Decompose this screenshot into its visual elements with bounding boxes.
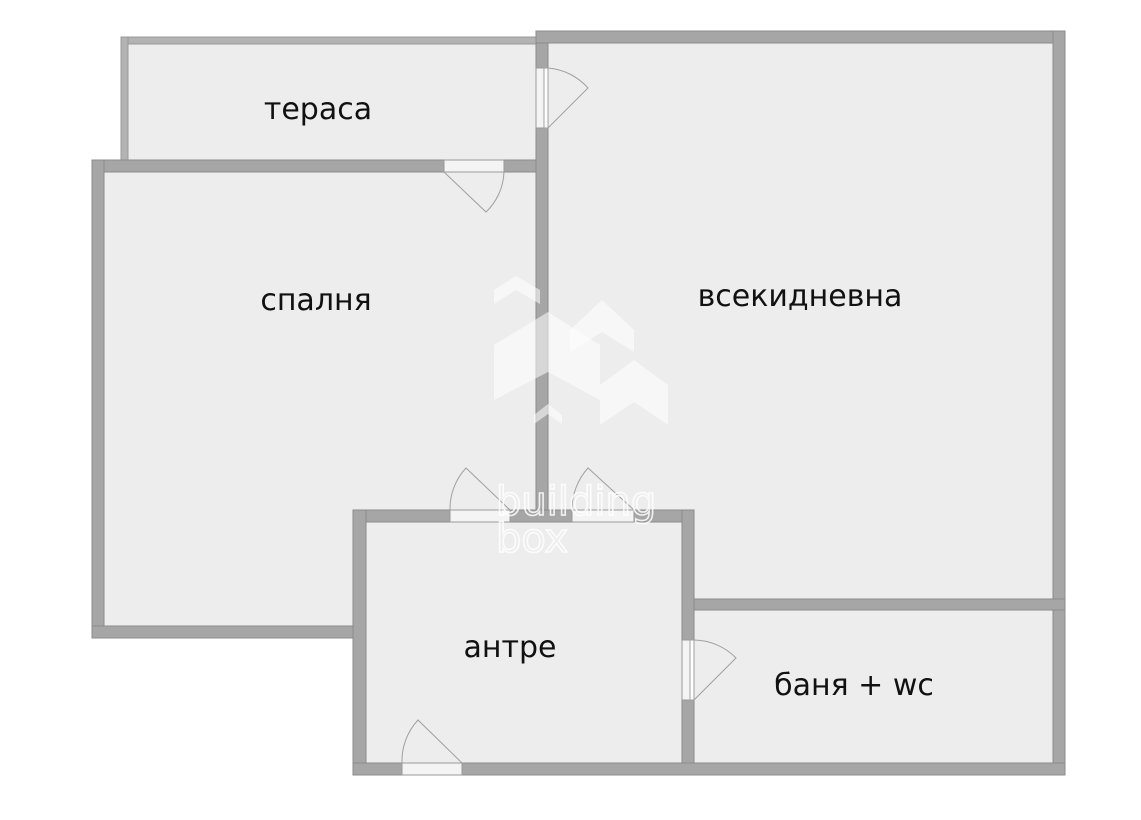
living-room-label: всекидневна [698,279,903,314]
hallway-label: антре [464,630,557,665]
watermark-text-line2: box [496,516,568,562]
door-leaf [543,67,549,129]
doors [401,67,737,776]
door-gap-bedroom-terrace [443,159,505,173]
watermark-shape [570,300,634,352]
door-swing-arc [547,67,589,129]
living-wall-top [535,30,1066,44]
bathroom-floor [694,610,1053,763]
bedroom-label: спалня [260,283,371,318]
watermark-shape [494,276,540,304]
door-swing-arc [401,719,463,764]
door-gap-hallway-living [571,509,635,523]
terrace-wall-top [120,36,542,45]
door-gap-entrance [401,762,463,776]
watermark-shape [600,360,668,425]
terrace-floor [127,44,537,160]
hallway-floor [366,522,682,763]
room-labels: тераса спалня всекидневна антре баня + w… [260,92,934,703]
living-room-floor [548,42,1053,599]
door-swing-arc [571,467,635,511]
living-wall-bottom [681,598,1066,611]
hallway-wall-left [352,509,367,776]
floors [104,42,1053,763]
bathroom-label: баня + wc [774,668,934,703]
living-wall-right [1052,30,1066,776]
door-leaf [689,639,695,701]
door-swing-arc [693,639,737,701]
building-wall-bottom [352,762,1066,776]
bedroom-wall-left [91,159,105,639]
door-swing-arc [443,171,505,213]
watermark-logo: building box [494,276,668,563]
bedroom-wall-bottom [91,625,355,639]
terrace-label: тераса [264,92,372,127]
door-gap-hallway-bedroom [449,509,511,523]
watermark-shape [534,404,562,424]
terrace-wall-left [120,36,129,163]
watermark-text-line1: building [496,479,656,525]
door-swing-arc [449,467,511,511]
